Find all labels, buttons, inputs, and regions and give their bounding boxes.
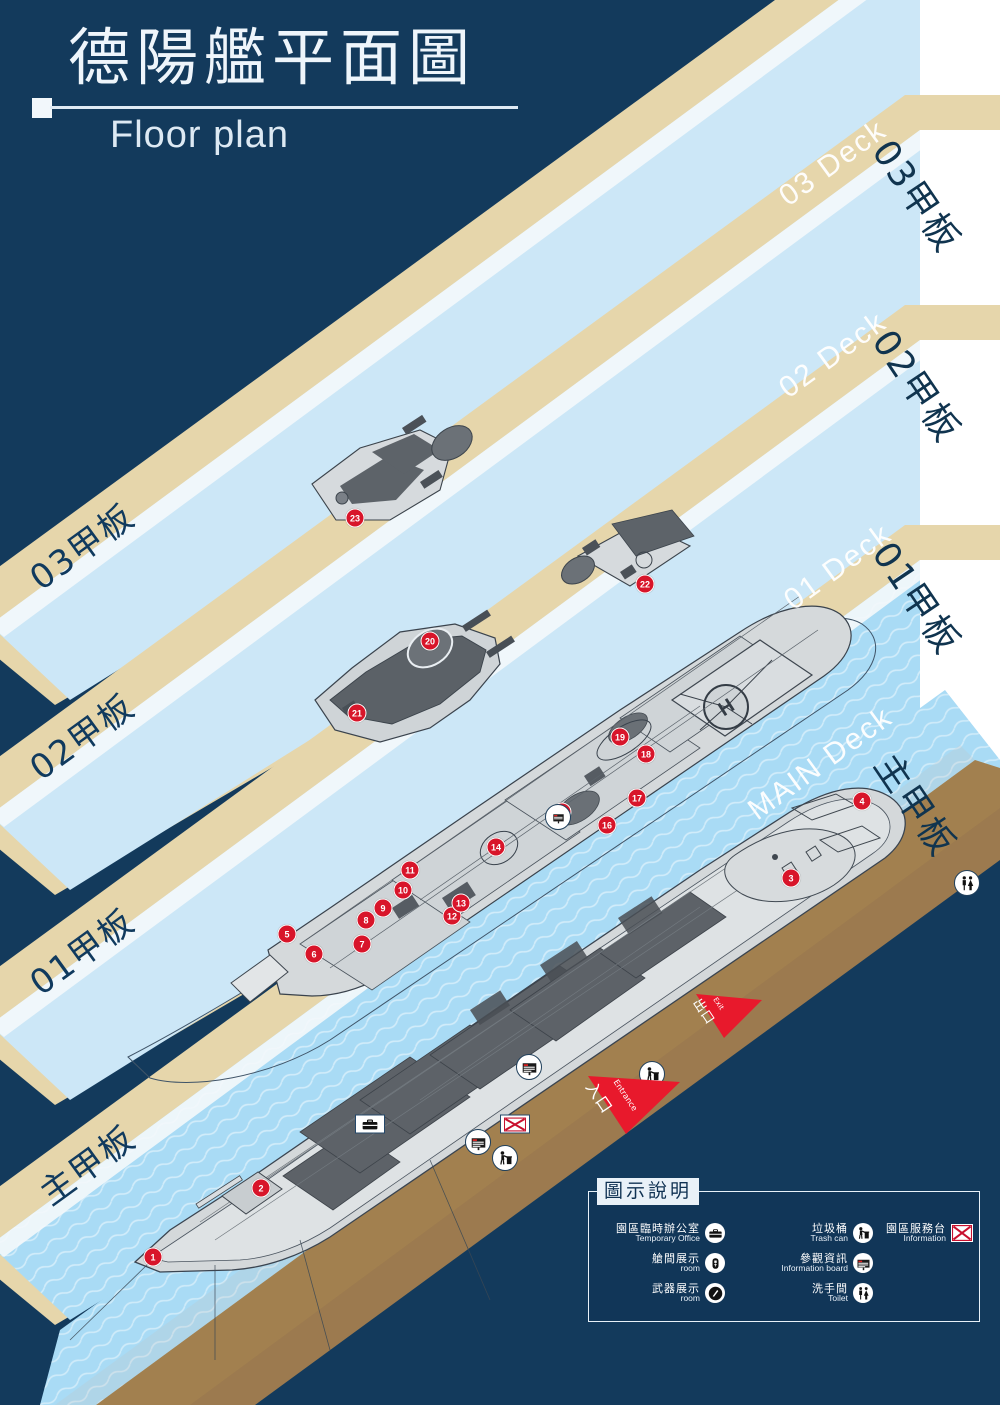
legend-item-label-cn: 武器展示	[652, 1281, 700, 1295]
legend-item[interactable]: 艙間展示 room	[599, 1248, 725, 1278]
legend-title: 圖示說明	[597, 1178, 700, 1205]
legend-item-label-en: room	[680, 1293, 700, 1304]
plan-marker[interactable]: 13	[451, 893, 471, 913]
legend-item-label-cn: 參觀資訊	[800, 1251, 848, 1265]
plan-marker[interactable]: 23	[345, 508, 365, 528]
plan-marker[interactable]: 8	[356, 910, 376, 930]
information-board-icon[interactable]	[545, 804, 571, 830]
legend-item[interactable]: 垃圾桶 Trash can	[741, 1218, 873, 1248]
ship-01-house	[561, 509, 695, 587]
information-board-icon[interactable]	[516, 1054, 542, 1080]
plan-marker[interactable]: 22	[635, 574, 655, 594]
legend-item[interactable]: 園區臨時辦公室 Temporary Office	[599, 1218, 725, 1248]
exit-sign[interactable]: 出口 Exit	[688, 988, 766, 1040]
plan-marker[interactable]: 6	[304, 944, 324, 964]
legend-item[interactable]: 洗手間 Toilet	[741, 1278, 873, 1308]
toilet-icon[interactable]	[954, 870, 980, 896]
plan-marker[interactable]: 19	[610, 727, 630, 747]
briefcase-icon	[705, 1223, 725, 1243]
legend-column-1: 園區臨時辦公室 Temporary Office 艙間展示 room	[599, 1218, 725, 1308]
plan-marker[interactable]: 1	[143, 1247, 163, 1267]
legend-item-label-en: Trash can	[810, 1233, 848, 1244]
legend-item[interactable]: 參觀資訊 Information board	[741, 1248, 873, 1278]
deck-band-03	[0, 0, 1000, 705]
deck-band-02	[0, 95, 1000, 895]
information-desk-icon	[951, 1224, 973, 1242]
trash-can-icon	[853, 1223, 873, 1243]
exhibit-room-icon	[705, 1253, 725, 1273]
page-title: 德陽艦平面圖 Floor plan	[30, 18, 550, 158]
plan-marker[interactable]: 14	[486, 837, 506, 857]
stern-deck	[724, 793, 882, 903]
legend-item[interactable]: 園區服務台 Information	[881, 1218, 973, 1248]
plan-marker[interactable]: 2	[251, 1178, 271, 1198]
legend-item-label-cn: 垃圾桶	[812, 1221, 848, 1235]
title-bullet	[32, 98, 52, 118]
trash-can-icon[interactable]	[492, 1145, 518, 1171]
plan-marker[interactable]: 11	[400, 860, 420, 880]
plan-marker[interactable]: 4	[852, 791, 872, 811]
legend-item-label-en: Information	[903, 1233, 946, 1244]
title-english: Floor plan	[110, 114, 289, 156]
title-rule	[50, 106, 518, 109]
information-board-icon	[853, 1253, 873, 1273]
plan-marker[interactable]: 3	[781, 868, 801, 888]
legend-panel: 圖示說明 園區臨時辦公室 Temporary Office 艙間	[588, 1178, 980, 1322]
legend-item-label-cn: 洗手間	[812, 1281, 848, 1295]
plan-marker[interactable]: 21	[347, 703, 367, 723]
ship-03-deck	[311, 414, 473, 521]
ship-main-deck	[69, 787, 906, 1360]
temporary-office-icon[interactable]	[355, 1114, 385, 1134]
legend-item-label-cn: 園區臨時辦公室	[616, 1221, 700, 1235]
legend-column-3: 園區服務台 Information	[881, 1218, 973, 1248]
entrance-sign[interactable]: 入口 Entrance	[578, 1068, 686, 1136]
legend-item-label-cn: 園區服務台	[886, 1221, 946, 1235]
plan-marker[interactable]: 18	[636, 744, 656, 764]
legend-item-label-en: Temporary Office	[635, 1233, 700, 1244]
plan-marker[interactable]: 7	[352, 934, 372, 954]
plan-marker[interactable]: 17	[627, 788, 647, 808]
legend-item-label-en: room	[680, 1263, 700, 1274]
plan-marker[interactable]: 9	[373, 898, 393, 918]
legend-column-2: 垃圾桶 Trash can 參觀資訊 I	[741, 1218, 873, 1308]
weapon-room-icon	[705, 1283, 725, 1303]
plan-marker[interactable]: 20	[420, 631, 440, 651]
plan-marker[interactable]: 10	[393, 880, 413, 900]
toilet-icon	[853, 1283, 873, 1303]
information-board-icon[interactable]	[465, 1129, 491, 1155]
plan-marker[interactable]: 16	[597, 815, 617, 835]
title-chinese: 德陽艦平面圖	[68, 21, 477, 94]
information-desk-icon[interactable]	[500, 1114, 530, 1134]
plan-marker[interactable]: 5	[277, 924, 297, 944]
legend-item[interactable]: 武器展示 room	[599, 1278, 725, 1308]
legend-item-label-en: Information board	[781, 1263, 848, 1274]
legend-item-label-en: Toilet	[828, 1293, 848, 1304]
ship-01-deck: H	[230, 595, 852, 1003]
legend-item-label-cn: 艙間展示	[652, 1251, 700, 1265]
